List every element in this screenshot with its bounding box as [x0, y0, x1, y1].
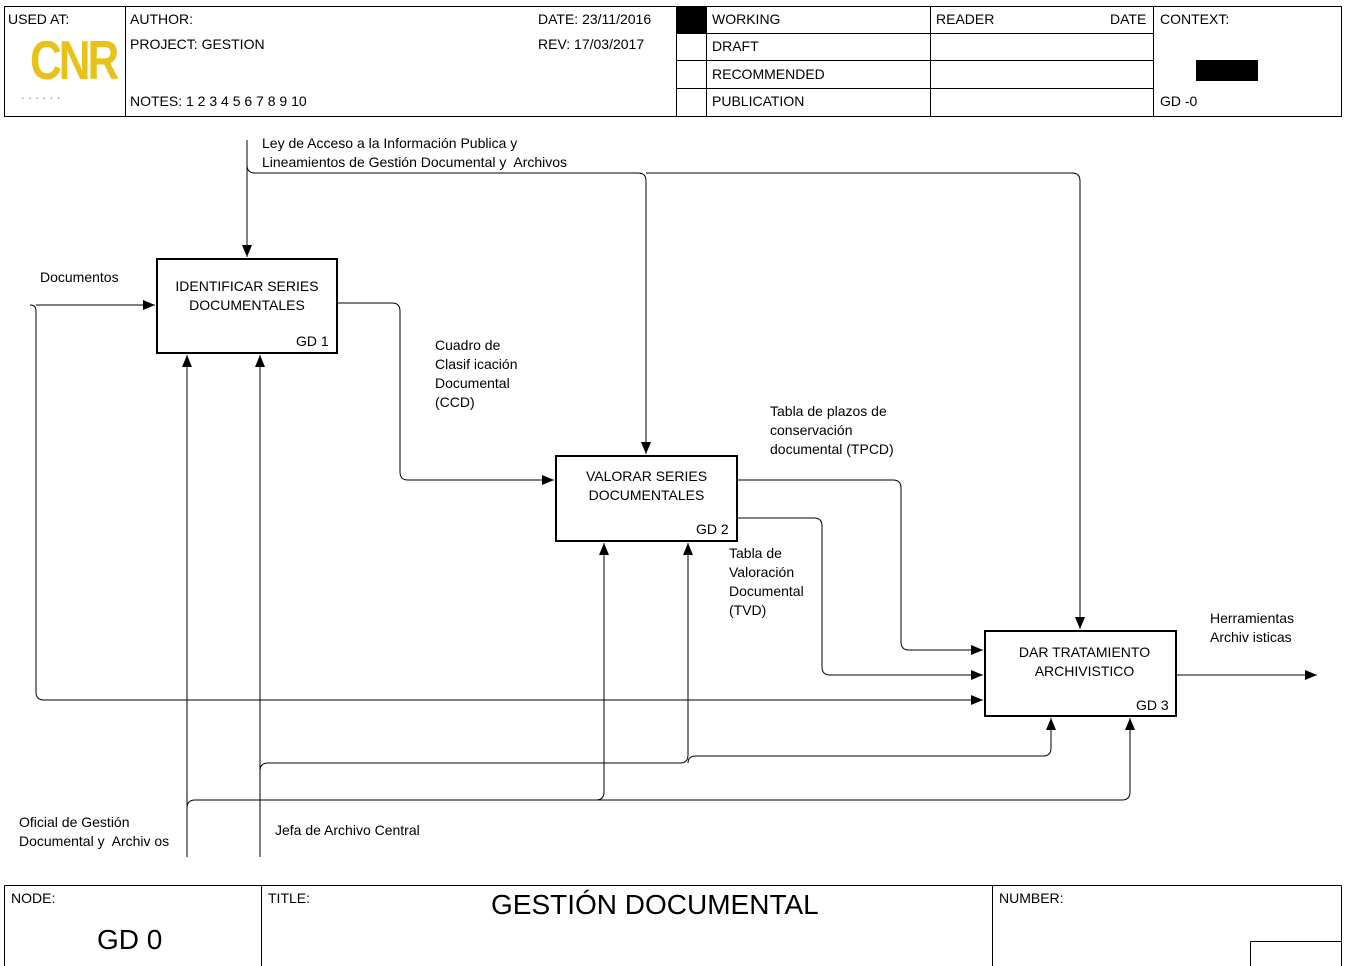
author-label: AUTHOR: — [130, 11, 193, 27]
context-node: GD -0 — [1160, 93, 1198, 109]
logo-text: CNR — [30, 30, 119, 92]
context-box — [1196, 60, 1258, 81]
activity-id-gd3: GD 3 — [1136, 697, 1169, 713]
status-working: WORKING — [712, 11, 781, 27]
arrow-ccd — [337, 302, 554, 485]
node-value: GD 0 — [97, 924, 163, 955]
date-value: DATE: 23/11/2016 — [538, 11, 652, 27]
ccd-label: Cuadro de Clasif icación Documental (CCD… — [435, 337, 518, 410]
mechanism-label-oficial: Oficial de Gestión Documental y Archiv o… — [19, 814, 170, 849]
reader-date-label: DATE — [1110, 11, 1147, 27]
rev-value: REV: 17/03/2017 — [538, 36, 645, 52]
status-draft: DRAFT — [712, 38, 759, 54]
arrow-mech2-gd3 — [687, 718, 1056, 764]
title-label: TITLE: — [268, 890, 311, 906]
input-label: Documentos — [40, 269, 119, 285]
activity-title-gd2: VALORAR SERIES DOCUMENTALES — [585, 468, 708, 503]
page-title: GESTIÓN DOCUMENTAL — [491, 889, 819, 920]
mechanism-label-jefa: Jefa de Archivo Central — [275, 822, 420, 838]
footer-frame — [4, 885, 1342, 966]
arrow-tpcd — [737, 479, 983, 655]
header-frame — [4, 6, 1342, 117]
cnr-logo: CNR — [30, 30, 119, 108]
arrow-mech1-gd2 — [595, 543, 609, 801]
reader-label: READER — [936, 11, 995, 27]
control-label: Ley de Acceso a la Información Publica y… — [262, 135, 568, 170]
arrow-control-gd3 — [646, 172, 1085, 629]
status-publication: PUBLICATION — [712, 93, 805, 109]
tvd-label: Tabla de Valoración Documental (TVD) — [729, 545, 804, 618]
activity-box-gd1 — [156, 258, 338, 354]
arrow-input-gd1 — [29, 305, 155, 311]
arrow-input-gd3 — [35, 311, 983, 705]
activity-id-gd1: GD 1 — [296, 333, 329, 349]
working-marker — [677, 7, 706, 33]
activity-title-gd3: DAR TRATAMIENTO ARCHIVISTICO — [1018, 644, 1151, 679]
context-label: CONTEXT: — [1160, 11, 1230, 27]
arrow-mech1-line — [186, 718, 1135, 809]
node-label: NODE: — [11, 890, 56, 906]
arrow-tvd — [737, 517, 983, 680]
output-label: Herramientas Archiv isticas — [1210, 610, 1295, 645]
logo-subtitle: • • • • • • — [22, 96, 62, 102]
activity-title-gd1: IDENTIFICAR SERIES DOCUMENTALES — [175, 278, 319, 313]
number-label: NUMBER: — [999, 890, 1064, 906]
used-at-label: USED AT: — [8, 11, 70, 27]
arrow-mech2-line — [259, 543, 693, 772]
arrow-control-gd2 — [246, 164, 651, 454]
notes-label: NOTES: 1 2 3 4 5 6 7 8 9 10 — [130, 93, 307, 109]
activity-id-gd2: GD 2 — [696, 521, 729, 537]
project-label: PROJECT: GESTION — [130, 36, 265, 52]
status-recommended: RECOMMENDED — [712, 66, 825, 82]
activity-box-gd3 — [984, 630, 1177, 717]
activity-box-gd2 — [555, 455, 738, 542]
tpcd-label: Tabla de plazos de conservación document… — [770, 403, 894, 457]
